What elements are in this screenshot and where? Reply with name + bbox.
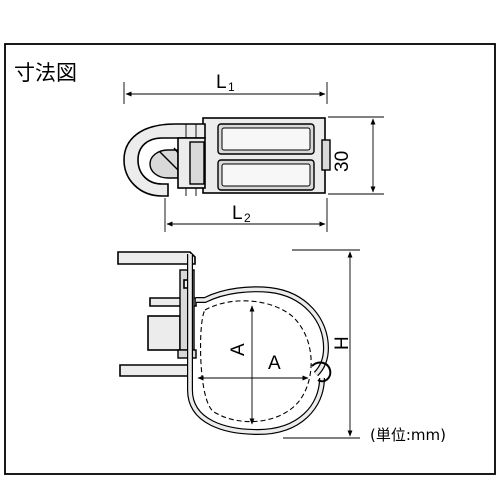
top-view: L 1 30 L 2 bbox=[123, 72, 384, 232]
drawing-title: 寸法図 bbox=[14, 61, 77, 85]
clamp-band-outer bbox=[187, 254, 325, 436]
a-vertical-label: A bbox=[228, 343, 249, 356]
l1-label: L bbox=[216, 72, 227, 93]
unit-note: (単位:mm) bbox=[370, 426, 446, 444]
l2-subscript: 2 bbox=[244, 211, 251, 225]
a-horizontal-label: A bbox=[268, 353, 281, 374]
h-label: H bbox=[332, 336, 353, 350]
l2-label: L bbox=[232, 203, 243, 224]
l1-subscript: 1 bbox=[228, 80, 235, 94]
side-view-bracket bbox=[117, 251, 197, 377]
clamp-latch bbox=[311, 361, 332, 383]
drawing-frame bbox=[4, 43, 496, 475]
side-view: H A A bbox=[117, 249, 360, 439]
inner-diameter-outline bbox=[200, 300, 312, 423]
top-view-part bbox=[123, 117, 331, 197]
height-30-label: 30 bbox=[332, 151, 353, 172]
clamp-band-inner bbox=[188, 254, 324, 434]
